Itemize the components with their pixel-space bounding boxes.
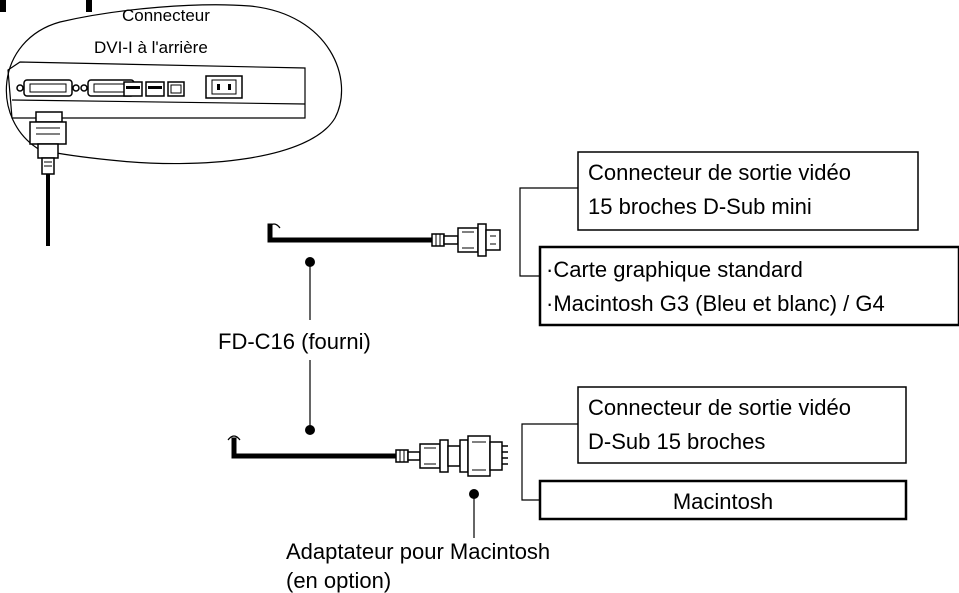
monitor-body: [7, 61, 306, 119]
top-output-box-line1: Connecteur de sortie vidéo: [588, 160, 851, 185]
cable-label: FD-C16 (fourni): [218, 329, 371, 354]
power-inlet: [205, 75, 243, 99]
magnifier-ellipse: [5, 4, 343, 165]
bottom-cable: [227, 435, 508, 477]
top-target-line1: ·Carte graphique standard: [546, 257, 803, 282]
dsub-mini-plug: [431, 223, 501, 257]
cable-label-pointer: [305, 257, 315, 435]
bottom-output-box-line1: Connecteur de sortie vidéo: [588, 395, 851, 420]
bottom-target-label: Macintosh: [673, 489, 773, 514]
dvi-plug-monitor-side: [29, 111, 67, 246]
connector-label-line1: Connecteur: [122, 6, 210, 25]
header-bracket: [0, 0, 92, 12]
top-target-line2: ·Macintosh G3 (Bleu et blanc) / G4: [546, 291, 885, 316]
dvi-i-port: [16, 79, 80, 97]
top-output-box-line2: 15 broches D-Sub mini: [588, 194, 812, 219]
dsub-mini-plug-bottom: [395, 439, 461, 473]
bottom-cable-wire: [231, 437, 399, 459]
adapter-label-line1: Adaptateur pour Macintosh: [286, 539, 550, 564]
bottom-output-box: [577, 386, 907, 464]
bottom-target-box: [538, 479, 908, 521]
cable-break-mark-bottom: [227, 435, 241, 441]
bottom-bracket: [521, 423, 578, 501]
top-cable: [267, 223, 501, 257]
connector-label-line2: DVI-I à l'arrière: [94, 38, 208, 57]
usb-ports: [123, 81, 185, 97]
top-target-box: [538, 245, 959, 327]
adapter-pointer: [469, 489, 479, 538]
monitor-rear-view: Connecteur DVI-I à l'arrière: [5, 4, 343, 246]
macintosh-adapter: [459, 435, 508, 477]
adapter-label-line2: (en option): [286, 568, 391, 593]
top-bracket: [519, 187, 578, 277]
top-cable-wire: [267, 223, 435, 243]
top-output-box: [577, 151, 919, 231]
bottom-output-box-line2: D-Sub 15 broches: [588, 429, 765, 454]
